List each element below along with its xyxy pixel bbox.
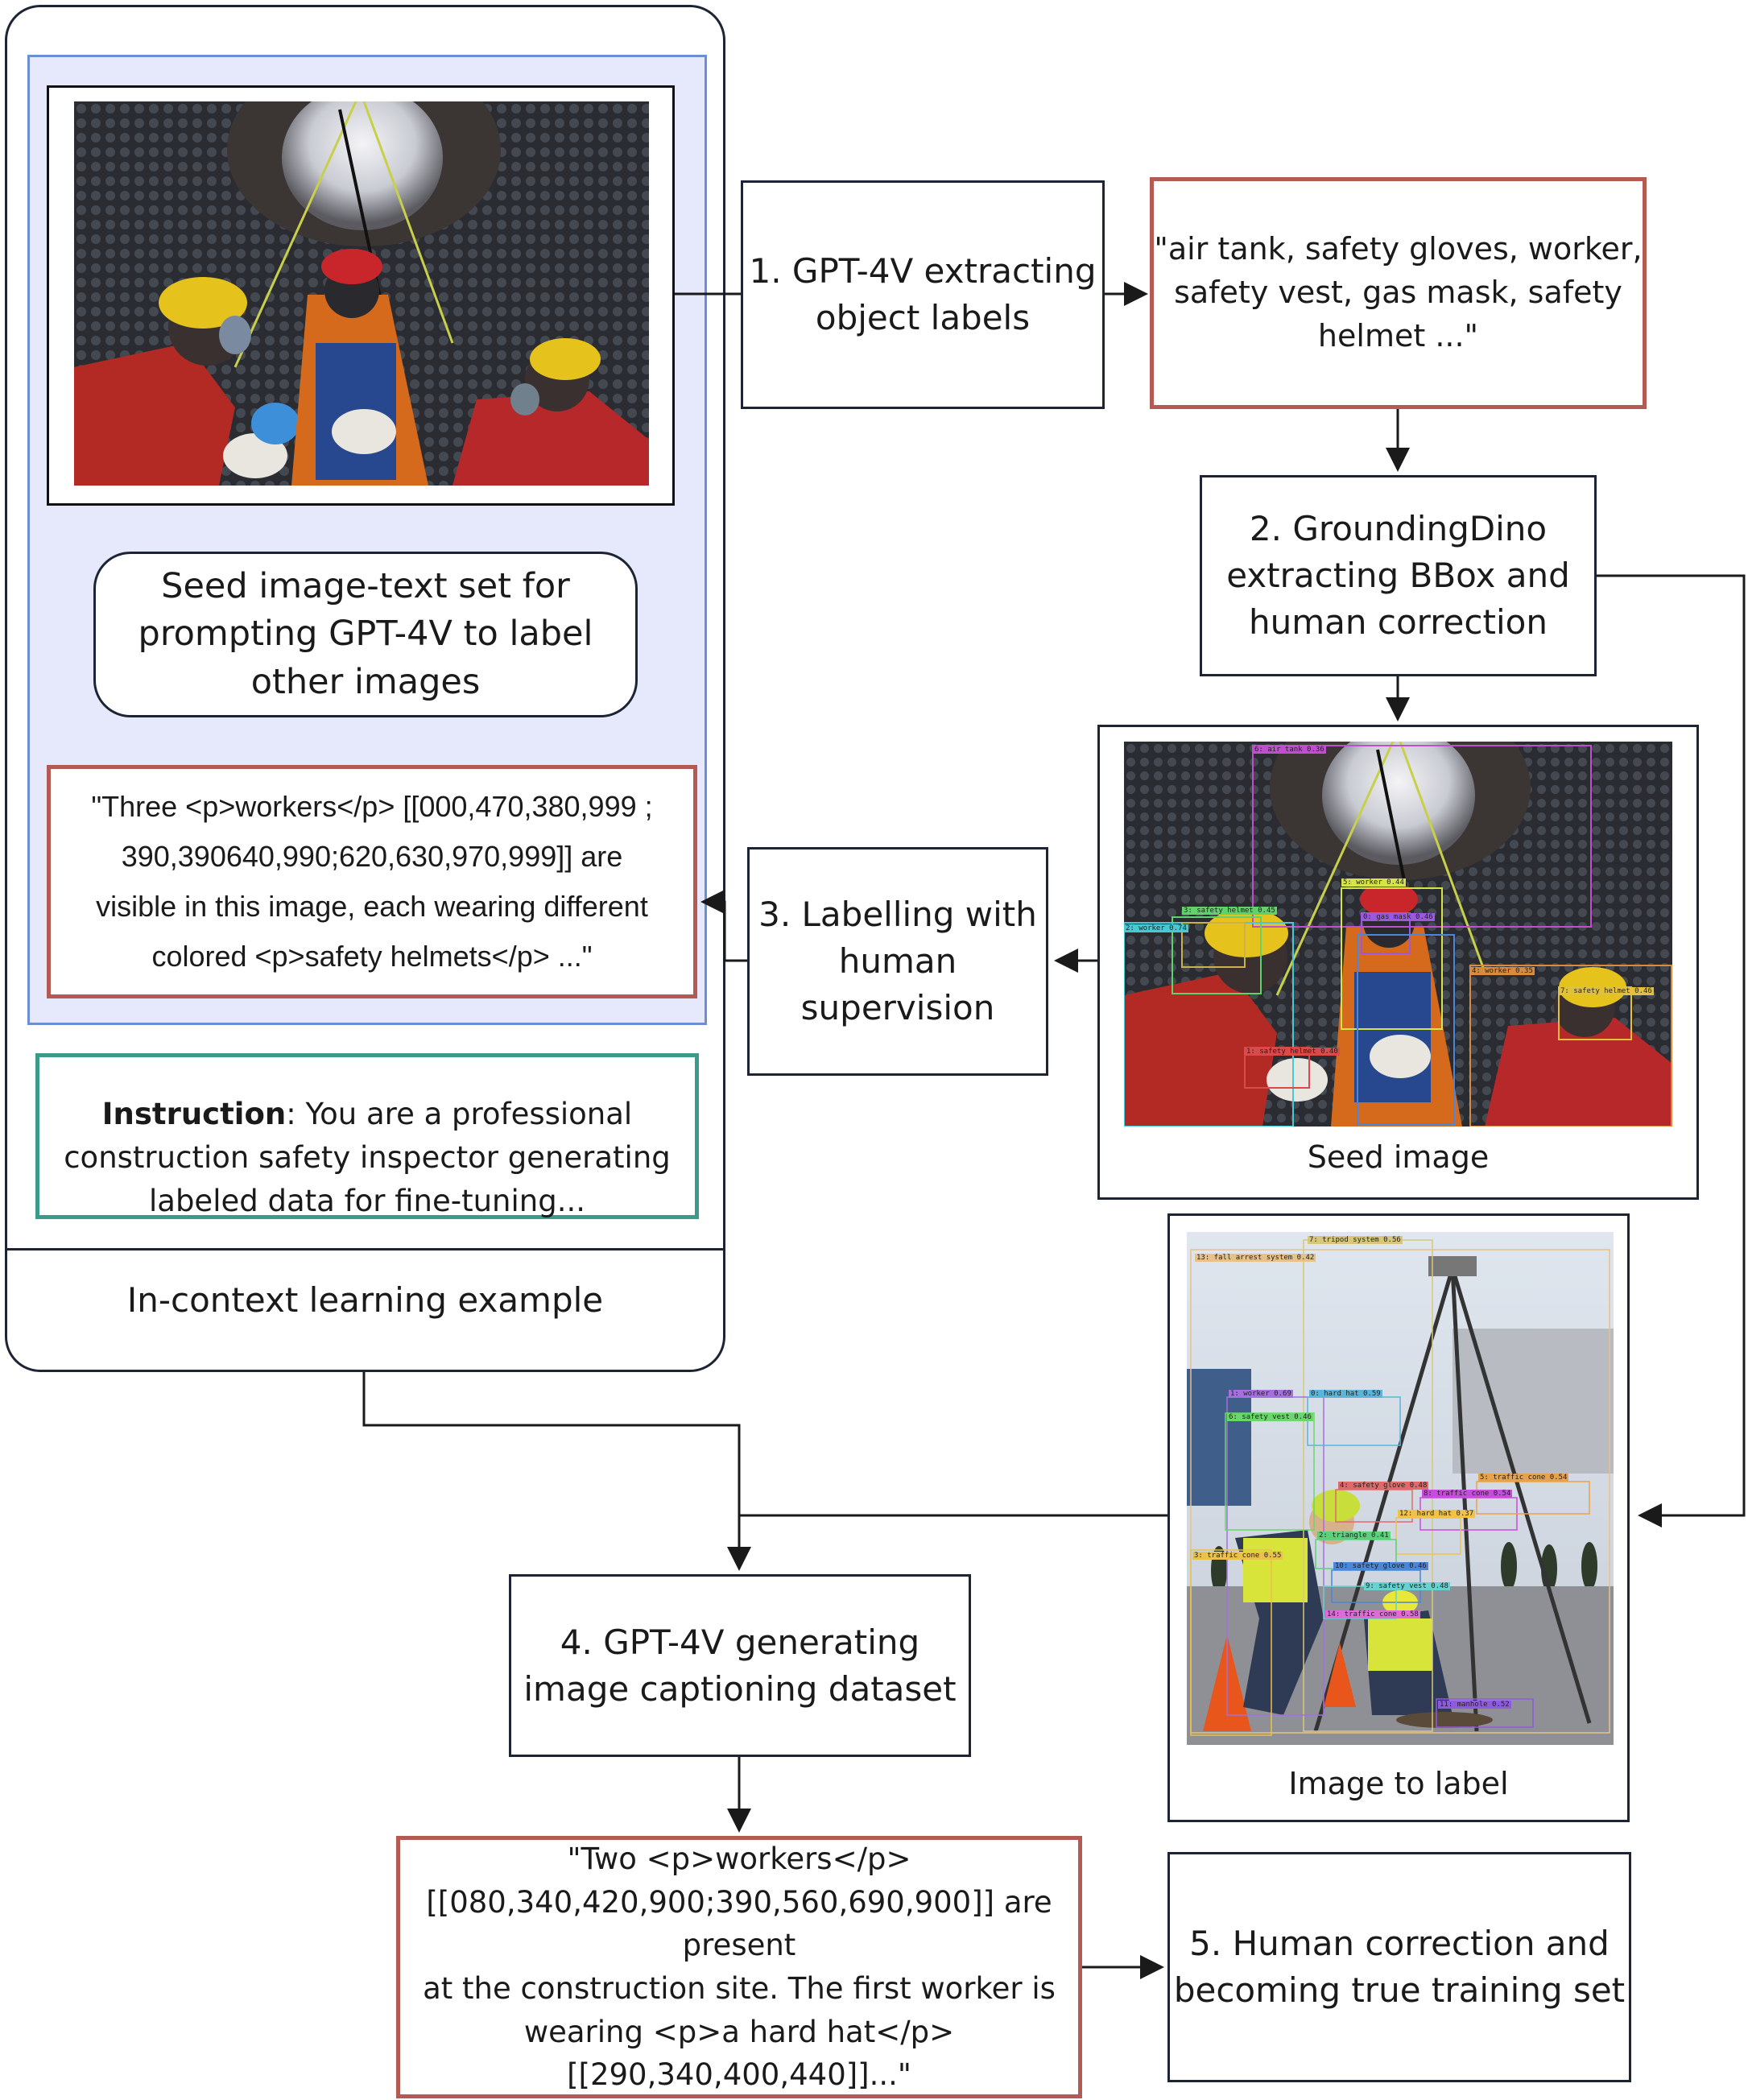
- seed-set-caption-box: Seed image-text set for prompting GPT-4V…: [93, 552, 638, 717]
- step2-label: 2. GroundingDino extracting BBox and hum…: [1226, 509, 1570, 642]
- seed-set-caption: Seed image-text set for prompting GPT-4V…: [138, 566, 593, 702]
- panel-divider: [5, 1248, 725, 1250]
- step5-label: 5. Human correction and becoming true tr…: [1173, 1924, 1626, 2010]
- seed-image-annotated: 6: air tank 0.36 3: safety helmet 0.45 5…: [1124, 742, 1672, 1126]
- output-caption-box: "Two <p>workers</p> [[080,340,420,900;39…: [396, 1836, 1082, 2098]
- step3-box: 3. Labelling with human supervision: [747, 847, 1048, 1076]
- seed-bbox-label: 6: air tank 0.36: [1253, 746, 1326, 754]
- label-bbox-label: 10: safety glove 0.46: [1333, 1562, 1428, 1570]
- instruction-box: Instruction: You are a professional cons…: [35, 1053, 699, 1219]
- label-bbox-label: 3: traffic cone 0.55: [1192, 1552, 1283, 1560]
- label-bbox-label: 11: manhole 0.52: [1438, 1701, 1511, 1709]
- step3-label: 3. Labelling with human supervision: [758, 895, 1037, 1027]
- instruction-label: Instruction: [101, 1097, 287, 1132]
- seed-caption-text: "Three <p>workers</p> [[000,470,380,999 …: [91, 790, 653, 973]
- seed-photo: [74, 101, 649, 486]
- output-caption-text: "Two <p>workers</p> [[080,340,420,900;39…: [423, 1842, 1056, 2093]
- step4-box: 4. GPT-4V generating image captioning da…: [509, 1574, 971, 1757]
- label-bbox-label: 8: traffic cone 0.54: [1422, 1490, 1513, 1498]
- step4-label: 4. GPT-4V generating image captioning da…: [523, 1622, 957, 1709]
- seed-caption-box: "Three <p>workers</p> [[000,470,380,999 …: [47, 765, 697, 998]
- image-to-label: 7: tripod system 0.56 13: fall arrest sy…: [1187, 1232, 1614, 1745]
- label-image-caption: Image to label: [1288, 1766, 1509, 1801]
- seed-bbox-label: 0: gas mask 0.46: [1362, 913, 1435, 921]
- label-bbox-label: 12: hard hat 0.37: [1398, 1510, 1476, 1518]
- seed-bbox-label: 4: worker 0.35: [1470, 967, 1535, 975]
- instruction-text: : You are a professional construction sa…: [64, 1097, 671, 1218]
- seed-bbox-label: 1: safety helmet 0.40: [1245, 1048, 1340, 1056]
- label-bbox-label: 13: fall arrest system 0.42: [1195, 1254, 1316, 1262]
- step1-box: 1. GPT-4V extracting object labels: [741, 180, 1105, 409]
- step1-label: 1. GPT-4V extracting object labels: [749, 251, 1097, 337]
- seed-bbox-label: 7: safety helmet 0.46: [1559, 987, 1654, 995]
- seed-bbox-label: 3: safety helmet 0.45: [1182, 907, 1277, 915]
- label-bbox-label: 7: tripod system 0.56: [1308, 1236, 1403, 1244]
- panel-footer: In-context learning example: [126, 1280, 604, 1320]
- object-labels-text: "air tank, safety gloves, worker, safety…: [1154, 231, 1643, 353]
- object-labels-box: "air tank, safety gloves, worker, safety…: [1150, 177, 1647, 409]
- label-bbox-label: 5: traffic cone 0.54: [1478, 1474, 1569, 1482]
- label-bbox-label: 1: worker 0.69: [1229, 1390, 1293, 1398]
- label-bbox-label: 14: traffic cone 0.58: [1325, 1610, 1420, 1618]
- seed-image-caption: Seed image: [1307, 1139, 1490, 1175]
- step2-box: 2. GroundingDino extracting BBox and hum…: [1200, 475, 1597, 676]
- label-bbox-label: 0: hard hat 0.59: [1309, 1390, 1382, 1398]
- seed-bbox-label: 2: worker 0.74: [1124, 924, 1188, 932]
- seed-bbox-label: 5: worker 0.44: [1341, 878, 1406, 887]
- label-bbox-label: 2: triangle 0.41: [1317, 1532, 1391, 1540]
- step5-box: 5. Human correction and becoming true tr…: [1167, 1852, 1631, 2082]
- label-bbox-label: 6: safety vest 0.46: [1227, 1413, 1313, 1421]
- label-bbox-label: 4: safety glove 0.48: [1338, 1482, 1429, 1490]
- label-bbox-label: 9: safety vest 0.48: [1364, 1582, 1450, 1590]
